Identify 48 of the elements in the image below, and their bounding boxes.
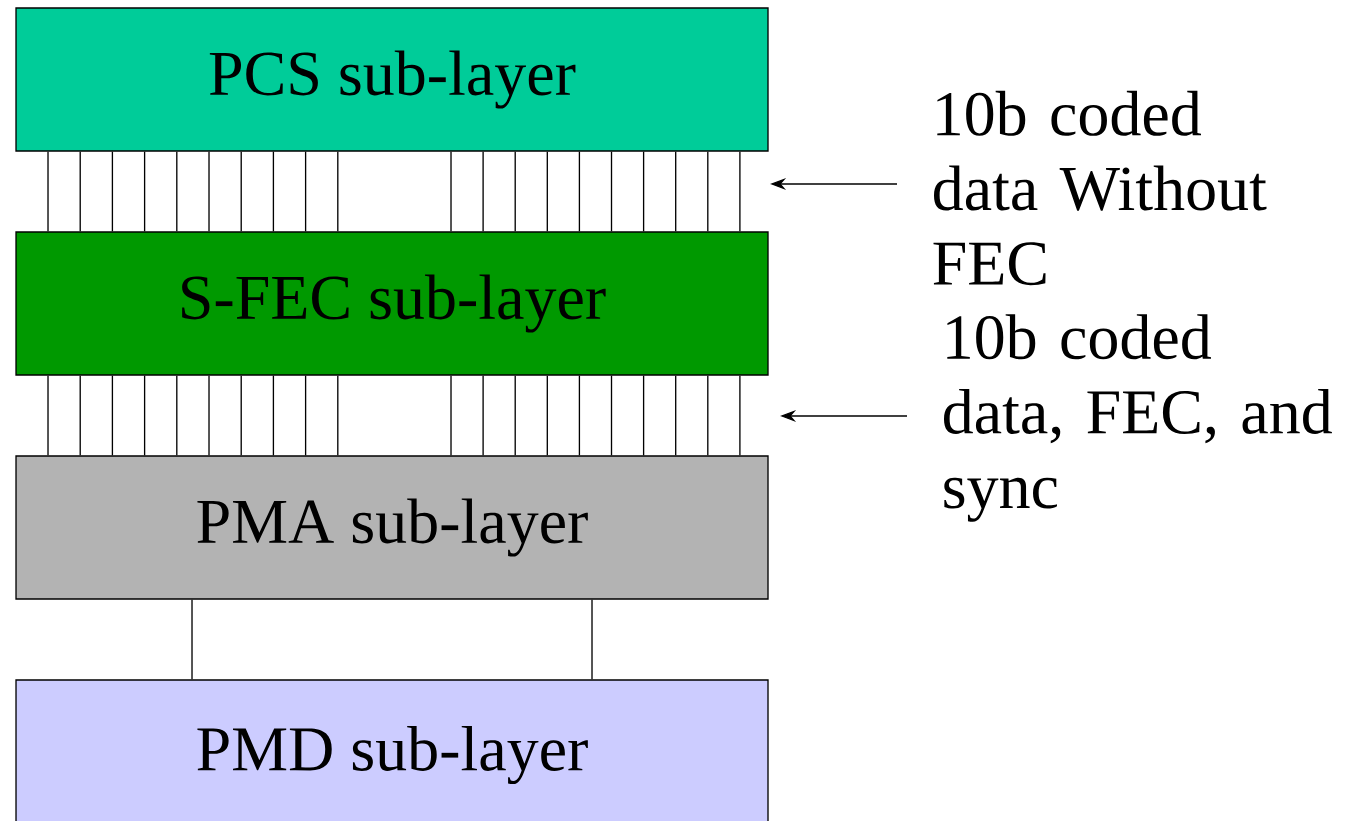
bus-line [111, 375, 114, 456]
layer-box: PMD sub-layer [15, 679, 769, 821]
bus-line [578, 151, 581, 232]
bus-line [304, 151, 307, 232]
layer-box: PCS sub-layer [15, 7, 769, 152]
bus-line [707, 375, 709, 456]
bus-line [675, 375, 677, 456]
bus-line [240, 151, 242, 232]
bus-line [111, 151, 114, 232]
bus-line [176, 375, 178, 456]
bus-line [578, 375, 581, 456]
layer-box: S-FEC sub-layer [15, 231, 769, 376]
bus-line [514, 375, 516, 456]
bus-line [304, 375, 307, 456]
layer-box: PMA sub-layer [15, 455, 769, 600]
bus-line [47, 375, 49, 456]
bus-line [337, 375, 339, 456]
bus-line [450, 375, 452, 456]
bus-line [272, 375, 275, 456]
bus-line [337, 151, 339, 232]
bus-line [272, 151, 275, 232]
bus-line [143, 151, 146, 232]
bus-line [707, 151, 709, 232]
bus-line [482, 151, 484, 232]
bus-line [642, 151, 645, 232]
bus-line [610, 151, 613, 232]
bus-line [176, 151, 178, 232]
bus-line [739, 151, 741, 232]
bus-line [546, 375, 548, 456]
bus-line [739, 375, 741, 456]
bus-line [450, 151, 452, 232]
bus-line [675, 151, 677, 232]
bus-line [514, 151, 516, 232]
bus-line [208, 375, 210, 456]
bus-line [47, 151, 49, 232]
bus-line [591, 599, 593, 680]
annotation-text: 10b coded data, FEC, and sync [944, 314, 1332, 522]
bus-line [610, 375, 613, 456]
bus-line [79, 151, 81, 232]
bus-line [546, 151, 548, 232]
bus-line [208, 151, 210, 232]
bus-line [143, 375, 146, 456]
bus-line [240, 375, 242, 456]
bus-line [191, 599, 193, 680]
bus-line [482, 375, 484, 456]
bus-line [79, 375, 81, 456]
bus-line [642, 375, 645, 456]
annotation-text: 10b coded data Without FEC [933, 90, 1267, 286]
